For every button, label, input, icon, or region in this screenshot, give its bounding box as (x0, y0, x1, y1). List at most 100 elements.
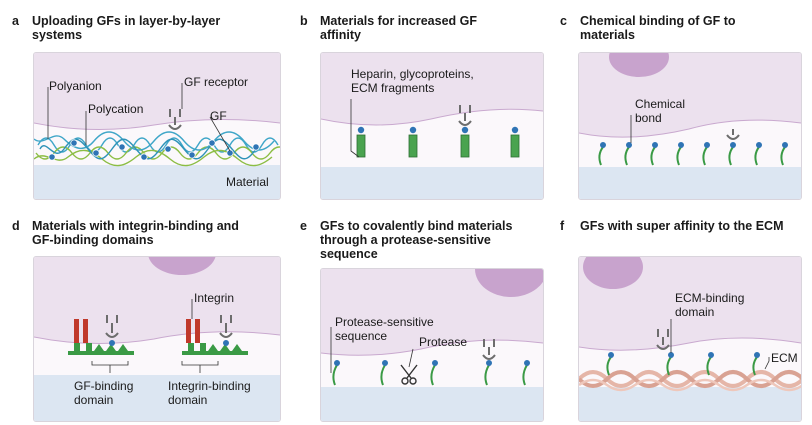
panel-d-brackets (91, 299, 219, 373)
panel-b-heparin-label-line-1: Heparin, glycoproteins, (351, 67, 474, 81)
panel-f-substrate (579, 387, 801, 421)
panel-a-cell-membrane (34, 118, 280, 131)
panel-a-gf-receptor-label: GF receptor (184, 75, 249, 89)
panel-d-gf-receptors (105, 315, 233, 338)
panel-e-title-line-3: sequence (320, 247, 378, 261)
panel-a-polyelectrolyte-tangle (34, 131, 280, 167)
panel-d-title-line-2: GF-binding domains (32, 233, 154, 247)
panel-e-cell-membrane (321, 339, 543, 356)
panel-e-protease-sensitive-label-line-2: sequence (335, 329, 388, 343)
panel-e-title: GFs to covalently bind materials through… (320, 219, 512, 261)
panel-f-gf-molecules (608, 352, 760, 358)
panel-f-letter: f (560, 219, 565, 233)
panel-c-linker-chains (598, 146, 786, 166)
panel-f-ecm-label: ECM (771, 351, 798, 365)
panel-d-title-line-1: Materials with integrin-binding and (32, 219, 239, 233)
panel-d-binding-domains (68, 343, 248, 355)
panel-a-illustration: Polyanion Polycation GF receptor GF Mate… (33, 52, 281, 200)
panel-c-cell-membrane (579, 119, 801, 138)
panel-e-title-line-2: through a protease-sensitive (320, 233, 491, 247)
panel-e-letter: e (300, 219, 307, 233)
panel-a-polyanion-label: Polyanion (49, 79, 102, 93)
panel-b-cell-membrane (321, 108, 543, 126)
panel-b-drawing (321, 53, 543, 199)
panel-a-gf-label: GF (210, 109, 227, 123)
panel-e-scissors-icon (400, 364, 418, 385)
panel-c-title-line-1: Chemical binding of GF to (580, 14, 736, 28)
panel-e-leader-lines (330, 327, 414, 373)
panel-e-header: e GFs to covalently bind materials throu… (300, 219, 560, 265)
panel-a-cell-zone (34, 53, 280, 130)
panel-d-substrate (34, 375, 280, 421)
panel-b-title-line-2: affinity (320, 28, 361, 42)
panel-a-letter: a (12, 14, 19, 28)
panel-c-gf-receptor (726, 129, 740, 140)
panel-e-drawing (321, 269, 543, 421)
panel-f-ecm-binding-label-line-2: domain (675, 305, 715, 319)
panel-d-cell-membrane (34, 331, 280, 345)
panel-f-linker-chains (606, 356, 758, 376)
panel-a-gf-molecules (48, 139, 260, 161)
panel-e-linker-chains (332, 364, 528, 386)
panel-d-cell-body (148, 257, 216, 275)
panel-f-ecm-fibers (579, 370, 801, 392)
panel-c-substrate (579, 167, 801, 199)
panel-a-gf-receptor (168, 109, 182, 130)
panel-b-header: b Materials for increased GF affinity (300, 14, 550, 46)
panel-a-material-label: Material (226, 175, 269, 189)
panel-e-protease-label: Protease (419, 335, 468, 349)
panel-b-heparin-label-line-2: ECM fragments (351, 81, 435, 95)
panel-d-integrins (74, 319, 200, 343)
panel-a-drawing (34, 53, 280, 199)
panel-f-cell-body (583, 257, 643, 289)
panel-a-header: a Uploading GFs in layer-by-layer system… (12, 14, 302, 46)
panel-c-bond-label-line-1: Chemical (635, 97, 686, 111)
panel-d-integrin-binding-label-line-2: domain (168, 393, 208, 407)
panel-e-cell-body (475, 269, 543, 297)
panel-e-title-line-1: GFs to covalently bind materials (320, 219, 513, 233)
panel-a-title-line-1: Uploading GFs in layer-by-layer (32, 14, 221, 28)
panel-d-integrin-label: Integrin (194, 291, 235, 305)
panel-e-protease-sensitive-label-line-1: Protease-sensitive (335, 315, 434, 329)
panel-e-gf-receptor (482, 339, 496, 360)
panel-f-ecm-binding-label-line-1: ECM-binding (675, 291, 745, 305)
panel-c-drawing (579, 53, 801, 199)
panel-d-letter: d (12, 219, 20, 233)
panel-b-affinity-molecules (356, 134, 520, 158)
panel-e-substrate (321, 387, 543, 421)
panel-f-title: GFs with super affinity to the ECM (580, 219, 784, 233)
panel-c-letter: c (560, 14, 567, 28)
panel-d-title: Materials with integrin-binding and GF-b… (32, 219, 239, 247)
panel-b-gf-receptor (458, 105, 472, 126)
panel-f-leader-lines (670, 319, 770, 370)
panel-d-gf-binding-label-line-1: GF-binding (74, 379, 134, 393)
panel-f-illustration: ECM-binding domain ECM (578, 256, 802, 422)
panel-f-gf-receptor (656, 329, 670, 350)
panel-a-substrate (34, 165, 280, 199)
panel-f-drawing (579, 257, 801, 421)
panel-a-title: Uploading GFs in layer-by-layer systems (32, 14, 220, 42)
panel-e-illustration: Protease-sensitive sequence Protease (320, 268, 544, 422)
panel-e-gf-molecules (334, 360, 530, 366)
panel-c-gf-molecules (600, 142, 788, 148)
panel-a-polycation-label: Polycation (88, 102, 144, 116)
panel-b-leader-line (350, 99, 360, 158)
panel-c-bond-label-line-2: bond (635, 111, 662, 125)
panel-b-cell-zone (321, 53, 543, 125)
panel-b-illustration: Heparin, glycoproteins, ECM fragments (320, 52, 544, 200)
panel-b-title: Materials for increased GF affinity (320, 14, 477, 42)
panel-a-leader-lines (47, 83, 231, 152)
panel-d-gf-molecules (109, 340, 229, 346)
panel-d-cell-zone (34, 257, 280, 344)
panel-d-drawing (34, 257, 280, 421)
panel-f-header: f GFs with super affinity to the ECM (560, 219, 810, 237)
panel-c-title: Chemical binding of GF to materials (580, 14, 736, 42)
panel-b-title-line-1: Materials for increased GF (320, 14, 478, 28)
panel-d-illustration: Integrin GF-binding domain Integrin-bind… (33, 256, 281, 422)
panel-c-title-line-2: materials (580, 28, 635, 42)
panel-c-illustration: Chemical bond (578, 52, 802, 200)
panel-b-letter: b (300, 14, 308, 28)
panel-b-substrate (321, 167, 543, 199)
panel-c-header: c Chemical binding of GF to materials (560, 14, 805, 46)
panel-f-cell-membrane (579, 337, 801, 351)
